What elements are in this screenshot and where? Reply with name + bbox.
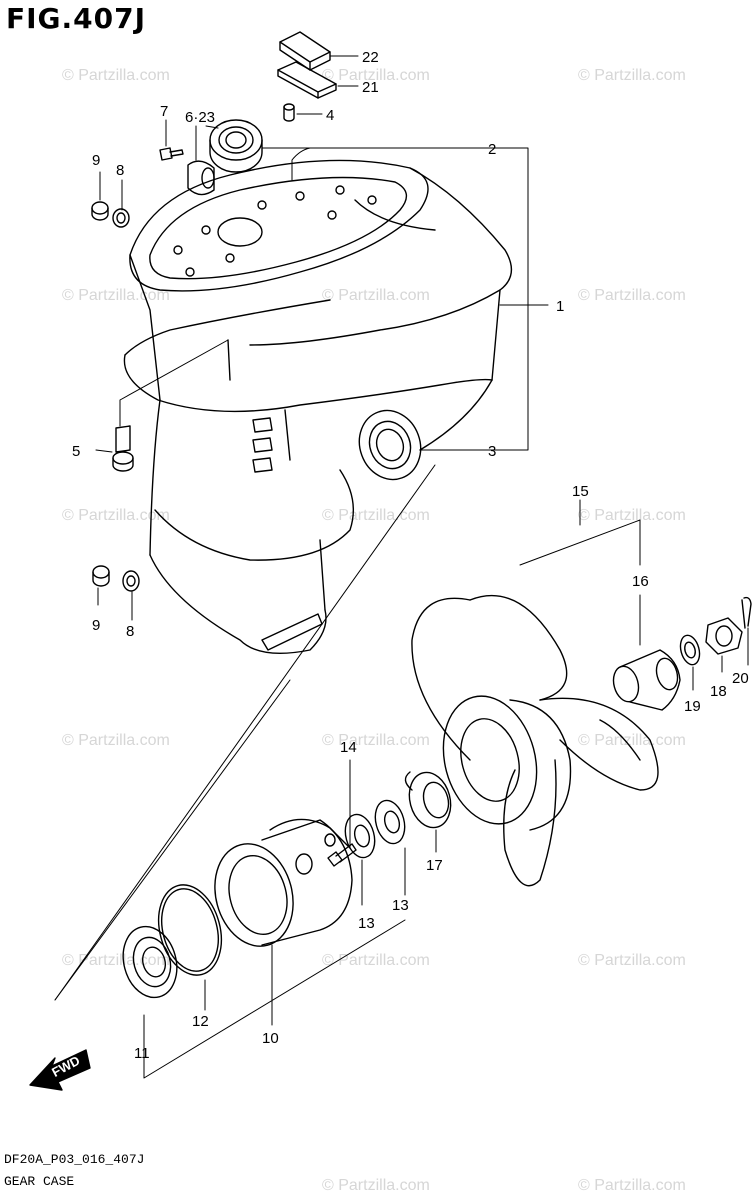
drawing-code: DF20A_P03_016_407J (4, 1152, 145, 1167)
part-17-thrust-collar (404, 771, 452, 829)
callout-11: 11 (134, 1045, 150, 1062)
callout-22: 22 (362, 49, 379, 66)
callout-7: 7 (160, 103, 168, 120)
part-9-bolt-upper (91, 201, 109, 221)
callout-20: 20 (732, 670, 749, 687)
callout-4: 4 (326, 107, 334, 124)
watermark: © Partzilla.com (322, 732, 430, 749)
part-13-washer-a (374, 799, 406, 845)
section-name: GEAR CASE (4, 1174, 75, 1189)
callout-13-right: 13 (392, 897, 409, 914)
part-19-washer (679, 634, 701, 666)
watermark: © Partzilla.com (578, 952, 686, 969)
part-23-bearing (209, 119, 263, 173)
leader-lines (54, 55, 749, 1079)
part-15-propeller (411, 594, 659, 887)
watermark: © Partzilla.com (62, 67, 170, 84)
part-8-washer-lower (122, 570, 140, 592)
watermark: © Partzilla.com (62, 507, 170, 524)
part-16-spacer (612, 649, 681, 711)
watermark: © Partzilla.com (322, 287, 430, 304)
callout-21: 21 (362, 79, 379, 96)
callout-labels: 22 21 4 6·23 7 2 9 8 1 5 3 15 16 9 8 20 … (72, 49, 749, 1062)
watermark: © Partzilla.com (62, 952, 170, 969)
watermark: © Partzilla.com (62, 287, 170, 304)
part-12-o-ring (157, 884, 223, 976)
callout-15: 15 (572, 483, 589, 500)
callout-3: 3 (488, 443, 496, 460)
part-6-bushing (187, 160, 215, 196)
callout-12: 12 (192, 1013, 209, 1030)
watermark: © Partzilla.com (578, 732, 686, 749)
part-11-bearing (122, 925, 178, 999)
callout-9-upper: 9 (92, 152, 100, 169)
part-5-bolt (112, 425, 134, 472)
callout-6-23: 6·23 (185, 109, 215, 126)
watermark: © Partzilla.com (578, 507, 686, 524)
watermark: © Partzilla.com (322, 507, 430, 524)
callout-2: 2 (488, 141, 496, 158)
callout-9-lower: 9 (92, 617, 100, 634)
callout-16: 16 (632, 573, 649, 590)
part-7-bolt (159, 147, 184, 161)
callout-14: 14 (340, 739, 357, 756)
callout-8-lower: 8 (126, 623, 134, 640)
part-22-shim (279, 31, 331, 71)
part-20-cotter-pin (741, 596, 752, 629)
callout-8-upper: 8 (116, 162, 124, 179)
part-21-plate (277, 61, 337, 99)
part-18-castle-nut (705, 617, 743, 655)
part-4-dowel-pin (283, 103, 295, 122)
part-8-washer-upper (112, 208, 130, 228)
callout-1: 1 (556, 298, 564, 315)
watermark: © Partzilla.com (62, 732, 170, 749)
callout-13-left: 13 (358, 915, 375, 932)
callout-5: 5 (72, 443, 80, 460)
watermark: © Partzilla.com (322, 1177, 430, 1194)
watermark: © Partzilla.com (578, 287, 686, 304)
forward-direction-arrow (29, 1049, 91, 1091)
watermark: © Partzilla.com (578, 1177, 686, 1194)
callout-17: 17 (426, 857, 443, 874)
part-1-gear-case (123, 159, 513, 655)
callout-18: 18 (710, 683, 727, 700)
watermark: © Partzilla.com (322, 952, 430, 969)
watermark: © Partzilla.com (578, 67, 686, 84)
part-3-bearing (358, 409, 422, 481)
watermark-layer: © Partzilla.com © Partzilla.com © Partzi… (62, 67, 686, 1194)
part-13-washer-b (344, 813, 376, 859)
callout-10: 10 (262, 1030, 279, 1047)
part-14-bolt (327, 843, 357, 867)
callout-19: 19 (684, 698, 701, 715)
figure-title: FIG.407J (6, 2, 147, 35)
part-10-shaft-housing (214, 818, 353, 947)
part-9-bolt-lower (92, 565, 110, 587)
watermark: © Partzilla.com (322, 67, 430, 84)
